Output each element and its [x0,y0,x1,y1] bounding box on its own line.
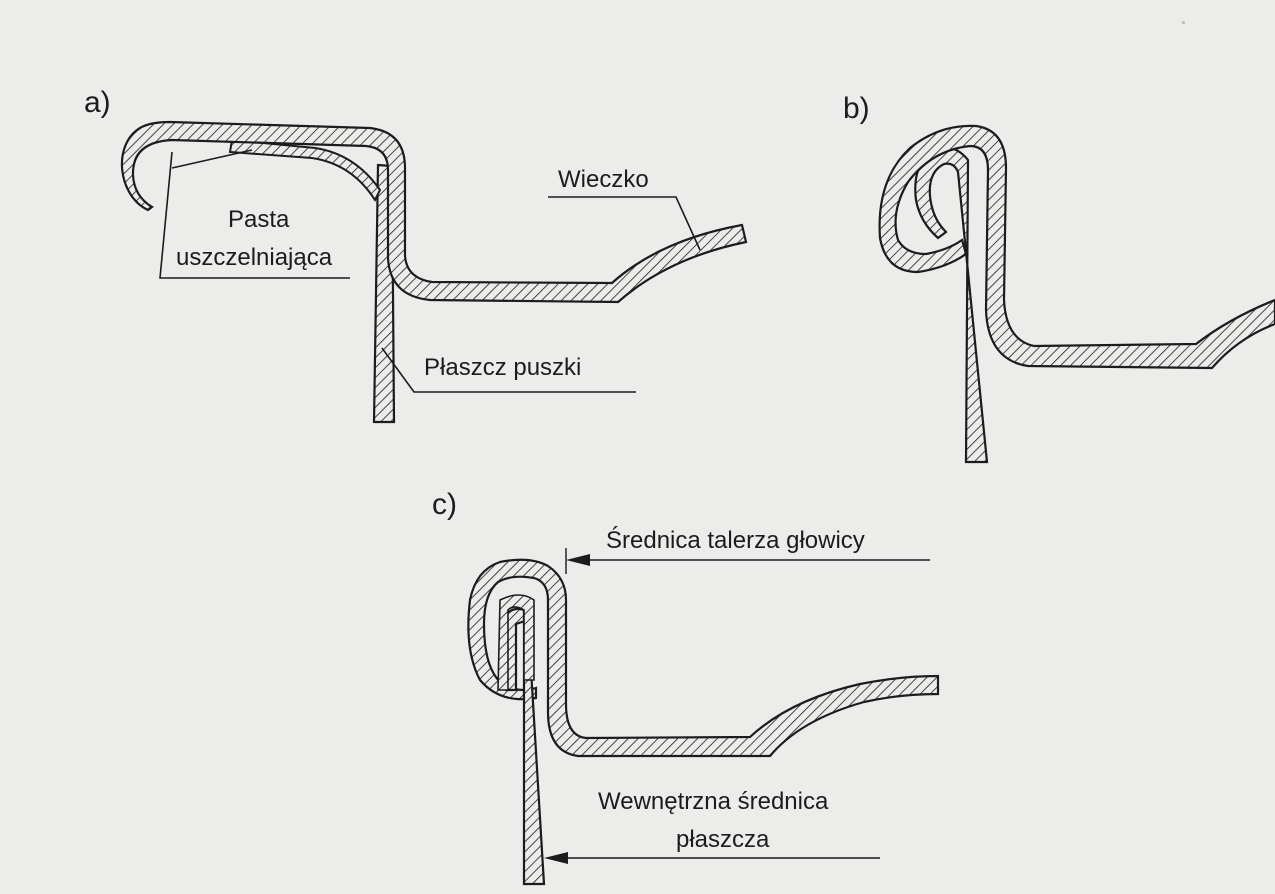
panel-c-chuck-arrowhead [566,554,590,566]
panel-a-body-leader [381,347,636,393]
panel-a-sealant [228,138,382,203]
panel-c-chuck-diameter-label: Średnica talerza głowicy [606,527,865,554]
panel-b-letter: b) [843,92,870,125]
panel-a-letter: a) [84,86,111,119]
panel-a-drawing [120,120,748,424]
panel-c-inner-diameter-label-line2: płaszcza [676,826,770,853]
bleed-through-text: . [1180,0,1187,31]
panel-a-sealant-leader-2 [171,149,253,169]
panel-a-sealant-leader [159,151,350,279]
panel-a-sealant-label-line2: uszczelniająca [176,244,333,271]
panel-a-sealant-label-line1: Pasta [228,206,290,233]
panel-a-lid [120,120,748,304]
panel-a-lid-label: Wieczko [558,166,649,193]
panel-c-inner-hook [497,594,535,691]
panel-c-letter: c) [432,488,457,521]
panel-c-inner-arrowhead [544,852,568,864]
panel-b-drawing [878,124,1275,464]
panel-a-can-body-label: Płaszcz puszki [424,354,582,381]
panel-c-inner-diameter-label-line1: Wewnętrzna średnica [598,788,829,815]
panel-a-lid-leader [548,196,701,251]
panel-c-lid [467,558,940,758]
panel-b-can-body [914,146,989,464]
panel-c-drawing [467,548,940,886]
